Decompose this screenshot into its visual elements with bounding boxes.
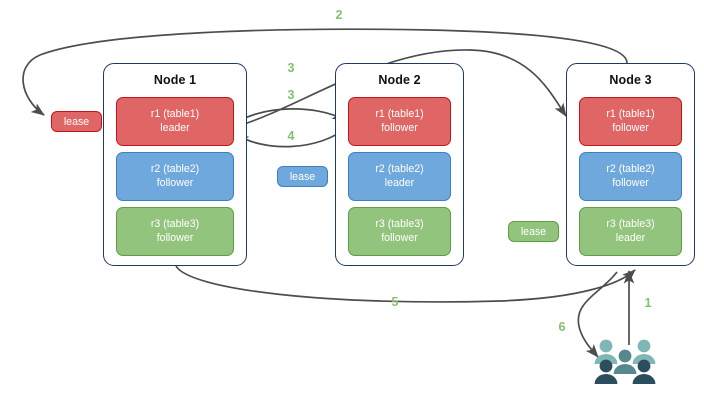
replica-node3-r1[interactable]: r1 (table1) follower [579, 97, 682, 146]
node-title: Node 1 [153, 73, 197, 87]
step-label-4: 4 [287, 129, 295, 143]
replica-role: follower [156, 176, 194, 189]
replica-node1-r1[interactable]: r1 (table1) leader [116, 97, 234, 146]
step-label-3b: 3 [287, 88, 295, 102]
people-back-row [594, 339, 656, 364]
replica-name: r3 (table3) [150, 218, 200, 231]
step-label-5: 5 [391, 295, 399, 309]
step-label-3a: 3 [287, 61, 295, 75]
replica-role: follower [156, 231, 194, 244]
lease-badge-red[interactable]: lease [51, 111, 102, 132]
node-box-node1[interactable]: Node 1 r1 (table1) leader r2 (table2) fo… [103, 63, 247, 266]
edge-step-3-node2 [232, 108, 346, 126]
replica-node3-r2[interactable]: r2 (table2) follower [579, 152, 682, 201]
replica-name: r2 (table2) [606, 163, 655, 176]
replica-name: r1 (table1) [606, 108, 655, 121]
replica-name: r1 (table1) [150, 108, 200, 121]
node-title: Node 2 [378, 73, 421, 87]
step-label-2: 2 [335, 8, 343, 22]
replica-node2-r1[interactable]: r1 (table1) follower [348, 97, 451, 146]
people-group-icon [594, 339, 656, 384]
replica-role: leader [615, 231, 646, 244]
replica-name: r2 (table2) [375, 163, 424, 176]
replica-role: follower [612, 176, 649, 189]
lease-badge-blue[interactable]: lease [277, 166, 328, 187]
node-box-node3[interactable]: Node 3 r1 (table1) follower r2 (table2) … [566, 63, 695, 266]
replica-role: follower [381, 121, 418, 134]
replica-role: follower [612, 121, 649, 134]
step-label-1: 1 [644, 296, 652, 310]
node-box-node2[interactable]: Node 2 r1 (table1) follower r2 (table2) … [335, 63, 464, 266]
people-center-figure [613, 349, 637, 374]
replica-node3-r3[interactable]: r3 (table3) leader [579, 207, 682, 256]
step-label-6: 6 [558, 320, 566, 334]
replica-name: r3 (table3) [606, 218, 655, 231]
replica-role: leader [160, 121, 190, 134]
replica-name: r1 (table1) [375, 108, 424, 121]
node-title: Node 3 [609, 73, 652, 87]
replica-role: leader [384, 176, 415, 189]
replica-name: r3 (table3) [375, 218, 424, 231]
replica-name: r2 (table2) [150, 163, 200, 176]
replica-node2-r3[interactable]: r3 (table3) follower [348, 207, 451, 256]
lease-badge-green[interactable]: lease [508, 221, 559, 242]
people-front-row [594, 359, 656, 384]
replica-node1-r2[interactable]: r2 (table2) follower [116, 152, 234, 201]
replica-role: follower [381, 231, 418, 244]
replica-node2-r2[interactable]: r2 (table2) leader [348, 152, 451, 201]
replica-node1-r3[interactable]: r3 (table3) follower [116, 207, 234, 256]
